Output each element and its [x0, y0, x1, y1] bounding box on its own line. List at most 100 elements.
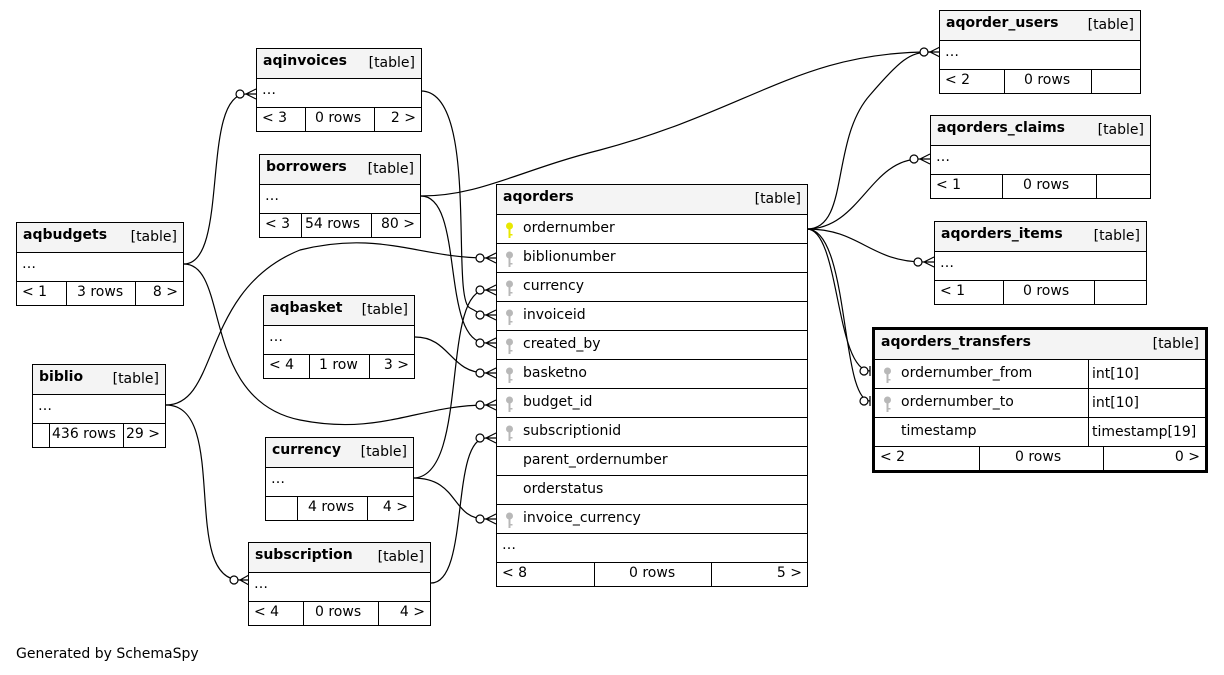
row-count: 436 rows [52, 426, 116, 442]
table-name: aqorder_users [946, 15, 1059, 31]
table-footer: 436 rows 29 > [33, 424, 165, 447]
row-count: 1 row [319, 357, 358, 373]
table-footer: < 1 0 rows [931, 175, 1150, 198]
column-ellipsis: … [940, 255, 954, 271]
column-name: parent_ordernumber [523, 452, 668, 468]
table-aqorders-items[interactable]: aqorders_items[table] … < 1 0 rows [934, 221, 1147, 305]
column-ellipsis: … [271, 471, 285, 487]
column-ellipsis: … [502, 537, 516, 553]
table-type: [table] [754, 191, 801, 207]
column-name: currency [523, 278, 584, 294]
table-footer: < 2 0 rows [940, 70, 1140, 93]
column-name: invoiceid [523, 307, 586, 323]
table-name: aqorders_items [941, 226, 1063, 242]
column-ellipsis: … [936, 149, 950, 165]
edge-aqbudgets-aqinvoices [183, 93, 247, 265]
table-aqbudgets[interactable]: aqbudgets[table] … < 1 3 rows 8 > [16, 222, 184, 306]
table-biblio[interactable]: biblio[table] … 436 rows 29 > [32, 364, 166, 448]
table-name: borrowers [266, 159, 347, 175]
row-count: 0 rows [1015, 449, 1062, 465]
table-aqorders-claims[interactable]: aqorders_claims[table] … < 1 0 rows [930, 115, 1151, 199]
column-row[interactable]: currency [497, 273, 807, 302]
column-name: orderstatus [523, 481, 604, 497]
table-type: [table] [361, 302, 408, 318]
table-type: [table] [368, 55, 415, 71]
column-ellipsis: … [262, 82, 276, 98]
table-aqorders-transfers[interactable]: aqorders_transfers [table] ordernumber_fr… [872, 327, 1208, 473]
foreign-key-icon [505, 512, 514, 529]
foreign-key-icon [883, 367, 892, 384]
column-type: int[10] [1088, 360, 1139, 388]
table-type: [table] [1152, 336, 1199, 352]
parents-count: < 2 [880, 449, 906, 465]
column-row[interactable]: budget_id [497, 389, 807, 418]
table-footer: < 8 0 rows 5 > [497, 563, 807, 586]
column-name: basketno [523, 365, 587, 381]
row-count: 3 rows [77, 284, 124, 300]
column-row[interactable]: orderstatus [497, 476, 807, 505]
table-footer: < 4 1 row 3 > [264, 355, 414, 378]
table-type: [table] [377, 549, 424, 565]
table-name: aqbasket [270, 300, 343, 316]
column-row[interactable]: ordernumber [497, 215, 807, 244]
table-footer: < 4 0 rows 4 > [249, 602, 430, 625]
column-row[interactable]: parent_ordernumber [497, 447, 807, 476]
children-count: 4 > [382, 499, 408, 515]
edge-biblio-subscription [165, 404, 241, 581]
foreign-key-icon [505, 425, 514, 442]
table-borrowers[interactable]: borrowers[table] … < 3 54 rows 80 > [259, 154, 421, 238]
row-count: 4 rows [308, 499, 355, 515]
table-footer: 4 rows 4 > [266, 497, 413, 520]
column-name: subscriptionid [523, 423, 622, 439]
edge-aqbasket-aqorders-basketno [414, 336, 487, 374]
table-name: subscription [255, 547, 353, 563]
table-name: currency [272, 442, 341, 458]
table-aqorder-users[interactable]: aqorder_users[table] … < 2 0 rows [939, 10, 1141, 94]
column-row[interactable]: biblionumber [497, 244, 807, 273]
column-name: biblionumber [523, 249, 616, 265]
row-count: 0 rows [1023, 283, 1070, 299]
primary-key-icon [505, 222, 514, 239]
children-count: 29 > [126, 426, 160, 442]
edge-aqorders-aqorders-items [806, 228, 925, 263]
column-ellipsis: … [254, 576, 268, 592]
column-name: budget_id [523, 394, 593, 410]
foreign-key-icon [505, 309, 514, 326]
foreign-key-icon [505, 367, 514, 384]
table-aqorders[interactable]: aqorders [table] ordernumber biblionumber c… [496, 184, 808, 587]
table-aqinvoices[interactable]: aqinvoices[table] … < 3 0 rows 2 > [256, 48, 422, 132]
table-aqbasket[interactable]: aqbasket [table] … < 4 1 row 3 > [263, 295, 415, 379]
children-count: 80 > [381, 216, 415, 232]
column-row[interactable]: subscriptionid [497, 418, 807, 447]
row-count: 0 rows [629, 565, 676, 581]
row-count: 0 rows [1024, 72, 1071, 88]
column-row[interactable]: invoiceid [497, 302, 807, 331]
column-ellipsis: … [38, 398, 52, 414]
column-ellipsis: … [269, 329, 283, 345]
table-name: aqorders_transfers [881, 334, 1031, 350]
column-row[interactable]: invoice_currency [497, 505, 807, 534]
parents-count: < 3 [265, 216, 291, 232]
table-name: aqorders [503, 189, 574, 205]
table-footer: < 3 54 rows 80 > [260, 214, 420, 237]
column-ellipsis: … [22, 256, 36, 272]
edge-currency-aqorders-currency [412, 289, 487, 479]
table-type: [table] [367, 161, 414, 177]
edge-biblio-aqorders-biblionumber [165, 242, 487, 406]
column-name: ordernumber [523, 220, 615, 236]
row-count: 54 rows [305, 216, 361, 232]
table-footer: < 1 0 rows [935, 281, 1146, 304]
column-row[interactable]: created_by [497, 331, 807, 360]
edge-aqinvoices-aqorders-invoiceid [420, 90, 487, 316]
column-name: ordernumber_to [901, 394, 1014, 410]
table-subscription[interactable]: subscription [table] … < 4 0 rows 4 > [248, 542, 431, 626]
parents-count: < 8 [502, 565, 528, 581]
table-type: [table] [1097, 122, 1144, 138]
column-row[interactable]: basketno [497, 360, 807, 389]
table-currency[interactable]: currency[table] … 4 rows 4 > [265, 437, 414, 521]
children-count: 3 > [383, 357, 409, 373]
